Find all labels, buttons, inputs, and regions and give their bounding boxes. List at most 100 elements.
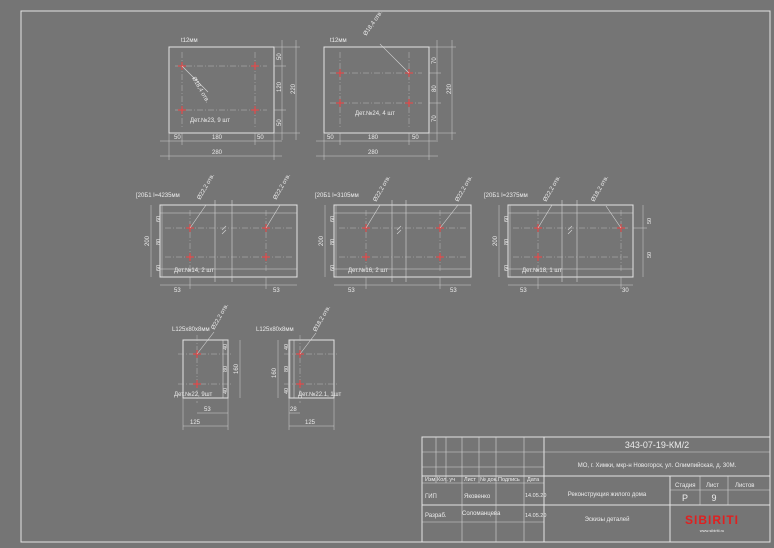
thickness-label: t12мм xyxy=(181,38,198,44)
svg-text:200: 200 xyxy=(319,235,325,246)
angle-outline xyxy=(288,339,335,399)
svg-text:220: 220 xyxy=(291,83,297,94)
svg-text:50: 50 xyxy=(647,218,653,224)
detail-18: Ø22,2 отв. Ø18,2 отв. [20Б1 l=2375мм Дет… xyxy=(484,175,653,294)
svg-text:280: 280 xyxy=(368,150,379,156)
bolt-holes xyxy=(362,224,444,261)
detail-label: Дет.№14, 2 шт xyxy=(174,267,214,274)
detail-label: Дет.№16, 2 шт xyxy=(348,267,388,274)
svg-text:40: 40 xyxy=(223,344,229,350)
hole-note: Ø22,2 отв. xyxy=(273,173,293,201)
svg-text:40: 40 xyxy=(284,388,290,394)
detail-23: Ø18,4 отв. t12мм Дет.№23, 9 шт 50 180 50… xyxy=(160,38,300,160)
svg-text:60: 60 xyxy=(330,216,336,222)
hole-note: Ø18,2 отв. xyxy=(313,305,333,333)
detail-label: Дет.№23, 9 шт xyxy=(190,117,230,124)
svg-text:50: 50 xyxy=(174,135,181,141)
svg-text:50: 50 xyxy=(277,119,283,126)
svg-text:53: 53 xyxy=(520,288,527,294)
company-site: www.sibiriti.ru xyxy=(700,528,724,533)
channel-outline xyxy=(159,204,298,278)
svg-text:Стадия: Стадия xyxy=(675,483,695,489)
svg-text:28: 28 xyxy=(290,407,297,413)
svg-text:53: 53 xyxy=(174,288,181,294)
svg-text:Подпись: Подпись xyxy=(498,477,520,483)
hole-note: Ø22,2 отв. xyxy=(543,175,563,203)
hole-note: Ø22,2 отв. xyxy=(455,175,475,203)
name-gip: Яковенко xyxy=(464,494,491,500)
svg-text:50: 50 xyxy=(257,135,264,141)
svg-text:180: 180 xyxy=(368,135,379,141)
svg-text:70: 70 xyxy=(432,57,438,64)
svg-text:53: 53 xyxy=(204,407,211,413)
profile-label: L125x80x8мм xyxy=(172,327,210,333)
svg-text:80: 80 xyxy=(284,366,290,372)
detail-22-1: Ø18,2 отв. L125x80x8мм Дет.№22.1, 1шт 16… xyxy=(256,305,342,430)
svg-text:30: 30 xyxy=(622,288,629,294)
svg-text:50: 50 xyxy=(647,252,653,258)
detail-label: Дет.№22.1, 1шт xyxy=(298,391,342,398)
svg-text:Листов: Листов xyxy=(735,483,755,489)
detail-22: Ø22,2 отв. L125x80x8мм Дет.№22, 9шт 40 8… xyxy=(172,303,241,430)
svg-text:160: 160 xyxy=(234,363,240,374)
svg-text:50: 50 xyxy=(412,135,419,141)
sheet-number: 9 xyxy=(711,493,716,503)
svg-text:53: 53 xyxy=(273,288,280,294)
svg-text:80: 80 xyxy=(432,85,438,92)
detail-16: Ø22,2 отв. Ø22,2 отв. [20Б1 l=3105мм Дет… xyxy=(315,175,474,294)
svg-text:220: 220 xyxy=(447,83,453,94)
hole-note: Ø18,2 отв. xyxy=(591,175,611,203)
channel-outline xyxy=(507,204,634,278)
svg-text:40: 40 xyxy=(223,388,229,394)
bolt-holes xyxy=(336,69,413,107)
role-developer: Разраб. xyxy=(425,513,447,519)
svg-text:50: 50 xyxy=(327,135,334,141)
svg-text:60: 60 xyxy=(504,216,510,222)
svg-text:Лист: Лист xyxy=(706,483,719,489)
svg-text:80: 80 xyxy=(223,366,229,372)
company-logo: SIBIRITI xyxy=(685,513,739,527)
sheet-frame xyxy=(20,10,771,543)
drawing-code: 343-07-19-КМ/2 xyxy=(625,440,689,450)
profile-label: [20Б1 l=4235мм xyxy=(136,193,180,199)
svg-text:50: 50 xyxy=(277,53,283,60)
bolt-holes xyxy=(178,62,259,114)
svg-text:125: 125 xyxy=(190,420,201,426)
address: МО, г. Химки, мкр-н Новогорск, ул. Олимп… xyxy=(578,462,737,469)
hole-note: Ø22,2 отв. xyxy=(197,173,217,201)
hole-note: Ø18,4 отв. xyxy=(190,76,210,104)
svg-text:Лист: Лист xyxy=(464,477,476,483)
svg-text:80: 80 xyxy=(504,239,510,245)
svg-text:180: 180 xyxy=(212,135,223,141)
svg-text:160: 160 xyxy=(272,367,278,378)
detail-24: Ø18,4 отв. t12мм Дет.№24, 4 шт 50 180 50… xyxy=(316,10,456,160)
svg-text:200: 200 xyxy=(145,235,151,246)
detail-label: Дет.№22, 9шт xyxy=(174,391,213,398)
title-block: Изм. Кол. уч Лист № док. Подпись Дата ГИ… xyxy=(421,436,771,543)
hole-note: Ø22,2 отв. xyxy=(373,175,393,203)
svg-text:Кол. уч: Кол. уч xyxy=(437,477,455,483)
svg-text:60: 60 xyxy=(156,265,162,271)
svg-text:14.05.20: 14.05.20 xyxy=(525,493,546,499)
profile-label: [20Б1 l=3105мм xyxy=(315,193,359,199)
plate-outline xyxy=(168,46,275,134)
detail-label: Дет.№24, 4 шт xyxy=(355,110,395,117)
svg-text:40: 40 xyxy=(284,344,290,350)
svg-text:Изм.: Изм. xyxy=(425,477,437,483)
svg-text:60: 60 xyxy=(156,216,162,222)
thickness-label: t12мм xyxy=(330,38,347,44)
hole-note: Ø22,2 отв. xyxy=(211,303,231,331)
angle-outline xyxy=(182,339,229,399)
svg-text:120: 120 xyxy=(277,81,283,92)
stage-value: Р xyxy=(682,493,688,503)
svg-text:125: 125 xyxy=(305,420,316,426)
svg-text:60: 60 xyxy=(330,265,336,271)
channel-outline xyxy=(333,204,472,278)
sheet-title: Эскизы деталей xyxy=(585,516,630,523)
bolt-holes xyxy=(534,224,625,261)
plate-outline xyxy=(323,46,430,134)
svg-text:70: 70 xyxy=(432,115,438,122)
detail-label: Дет.№18, 1 шт xyxy=(522,267,562,274)
object-name: Реконструкция жилого дома xyxy=(568,492,647,498)
